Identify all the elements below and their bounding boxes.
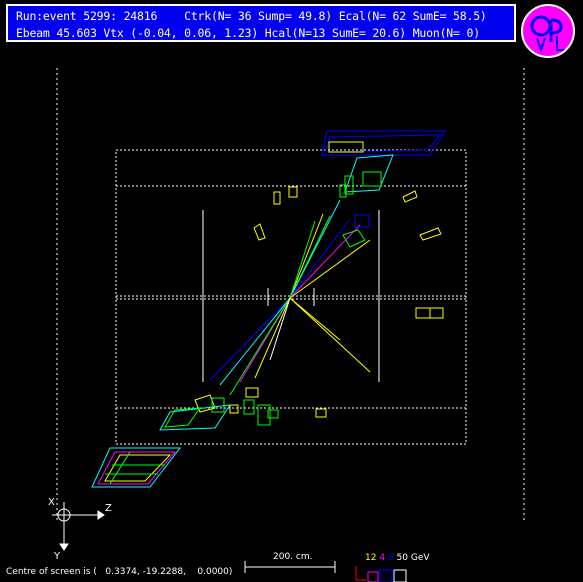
energy-legend-3: 8	[387, 553, 394, 563]
central-chamber	[202, 210, 380, 382]
event-info-header: Run:event 5299: 24816 Ctrk(N= 36 Sump= 4…	[6, 4, 516, 42]
scale-bar	[244, 561, 336, 573]
track-lines	[209, 199, 371, 396]
energy-legend-1: 12	[365, 553, 377, 563]
energy-scale-bars	[355, 566, 407, 582]
event-info-line-1: Run:event 5299: 24816 Ctrk(N= 36 Sump= 4…	[16, 9, 487, 23]
energy-legend-2: 4	[379, 553, 386, 563]
opal-logo-graphic	[530, 15, 565, 54]
screen-centre-readout: Centre of screen is ( 0.3374, -19.2288, …	[6, 567, 233, 577]
scale-label: 200. cm.	[273, 552, 313, 562]
bottom-ecal-hits	[91, 387, 327, 488]
outer-boundary	[56, 68, 525, 522]
axis-y-label: Y	[54, 551, 61, 562]
event-info-line-2: Ebeam 45.603 Vtx (-0.04, 0.06, 1.23) Hca…	[16, 26, 480, 40]
top-ecal-hits	[253, 130, 446, 319]
axis-z-label: Z	[105, 503, 112, 514]
axis-indicator	[52, 502, 105, 551]
energy-legend-4: 50 GeV	[396, 553, 430, 563]
energy-legend: 12 4 8 50 GeV	[365, 553, 430, 563]
axis-x-label: X	[48, 497, 55, 508]
opal-logo	[521, 4, 575, 58]
inner-detector-box	[115, 149, 467, 445]
